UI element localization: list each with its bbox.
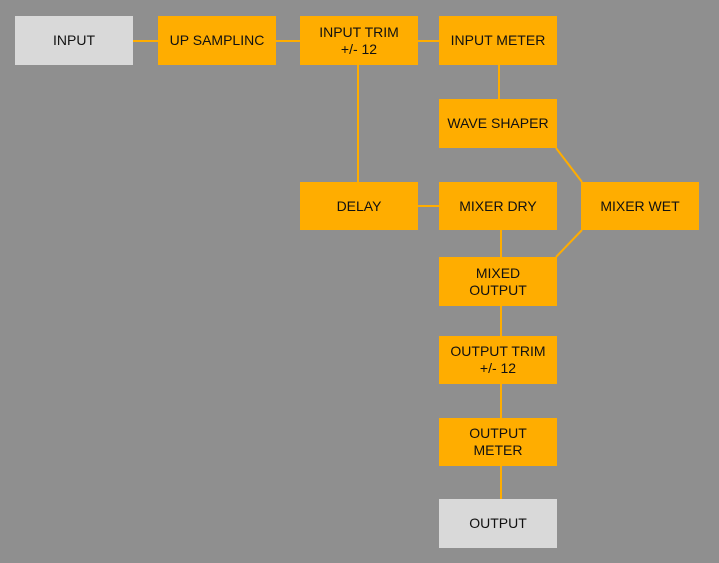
- mixed-output-block: MIXED OUTPUT: [439, 257, 557, 306]
- link-mixerwet-mixedoutput: [555, 229, 583, 258]
- input-meter-block: INPUT METER: [439, 16, 557, 65]
- output-meter-block: OUTPUT METER: [439, 418, 557, 466]
- output-block: OUTPUT: [439, 499, 557, 548]
- wave-shaper-block: WAVE SHAPER: [439, 99, 557, 148]
- input-trim-block: INPUT TRIM +/- 12: [300, 16, 418, 65]
- mixer-dry-block: MIXER DRY: [439, 182, 557, 230]
- input-block: INPUT: [15, 16, 133, 65]
- mixer-wet-block: MIXER WET: [581, 182, 699, 230]
- up-sampling-block: UP SAMPLINC: [158, 16, 276, 65]
- output-trim-block: OUTPUT TRIM +/- 12: [439, 336, 557, 384]
- delay-block: DELAY: [300, 182, 418, 230]
- link-waveshaper-mixerwet: [555, 147, 583, 183]
